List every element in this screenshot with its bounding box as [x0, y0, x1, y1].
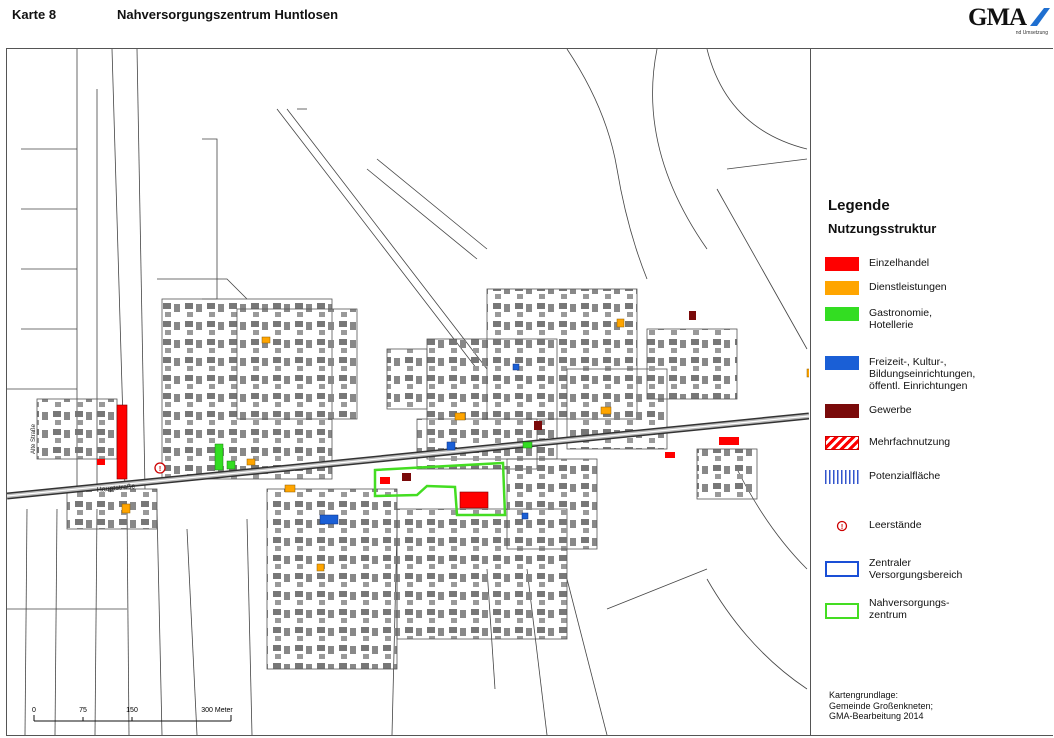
public-buildings — [319, 363, 529, 525]
legend-swatch — [825, 404, 859, 418]
legend-label: Mehrfachnutzung — [869, 436, 951, 448]
retail-buildings — [97, 404, 739, 509]
legend-label: Dienstleistungen — [869, 281, 947, 293]
legend-swatch — [825, 281, 859, 295]
nahversorgungszentrum-area[interactable] — [373, 461, 507, 517]
main-road — [7, 412, 809, 500]
leerstand-marker[interactable]: ! — [154, 462, 166, 474]
main-road-label: Hauptstraße — [97, 483, 136, 494]
map-area[interactable]: Hauptstraße Alte Straße — [7, 49, 809, 735]
residential-blocks — [36, 288, 758, 670]
header-map-number: Karte 8 — [12, 7, 57, 22]
scale-tick-75: 75 — [79, 707, 87, 714]
scale-bar: 0 75 150 300 Meter — [32, 707, 233, 722]
legend-panel: Legende Nutzungsstruktur Einzelhandel Di… — [810, 49, 1053, 735]
legend-swatch — [825, 307, 859, 321]
retail-building — [97, 459, 105, 465]
leerstand-icon: ! — [836, 520, 848, 532]
legend-label: Gastronomie, Hotellerie — [869, 307, 933, 331]
legend-swatch — [825, 356, 859, 370]
retail-building — [719, 437, 739, 445]
street-label-left: Alte Straße — [31, 423, 37, 454]
svg-text:!: ! — [159, 466, 161, 473]
scale-tick-0: 0 — [32, 707, 36, 714]
legend-swatch-hatch — [825, 436, 859, 450]
map-canvas[interactable]: Hauptstraße Alte Straße — [7, 49, 809, 735]
legend-label: Potenzialfläche — [869, 470, 941, 482]
scale-tick-150: 150 — [126, 707, 138, 714]
legend-label: Nahversorgungs- zentrum — [869, 597, 950, 621]
svg-text:!: ! — [841, 524, 843, 531]
service-buildings — [121, 318, 809, 572]
retail-building — [665, 452, 675, 458]
map-source-credit: Kartengrundlage: Gemeinde Großenkneten; … — [829, 690, 934, 721]
logo-swoosh-icon — [1030, 8, 1050, 26]
retail-building — [116, 404, 128, 480]
legend-label: Einzelhandel — [869, 257, 930, 269]
page-title: Nahversorgungszentrum Huntlosen — [117, 7, 339, 22]
legend-title: Legende — [828, 197, 890, 214]
legend-swatch — [825, 257, 859, 271]
legend-label: Gewerbe — [869, 404, 912, 416]
legend-swatch-outline — [825, 561, 859, 577]
legend-label: Zentraler Versorgungsbereich — [869, 557, 963, 581]
scale-tick-300: 300 Meter — [201, 707, 233, 714]
gma-logo: GMA nd Umsetzung — [968, 4, 1050, 38]
retail-building — [459, 491, 489, 509]
commercial-buildings — [402, 311, 696, 481]
logo-subtext: nd Umsetzung — [1015, 30, 1048, 36]
legend-label: Freizeit-, Kultur-, Bildungseinrichtunge… — [869, 356, 976, 392]
legend-swatch-lines — [825, 470, 859, 484]
legend-subtitle: Nutzungsstruktur — [828, 221, 937, 236]
logo-text: GMA — [968, 4, 1027, 31]
legend-label: Leerstände — [869, 519, 922, 531]
gastro-buildings — [214, 441, 533, 471]
legend-swatch-outline — [825, 603, 859, 619]
retail-building — [380, 477, 390, 484]
